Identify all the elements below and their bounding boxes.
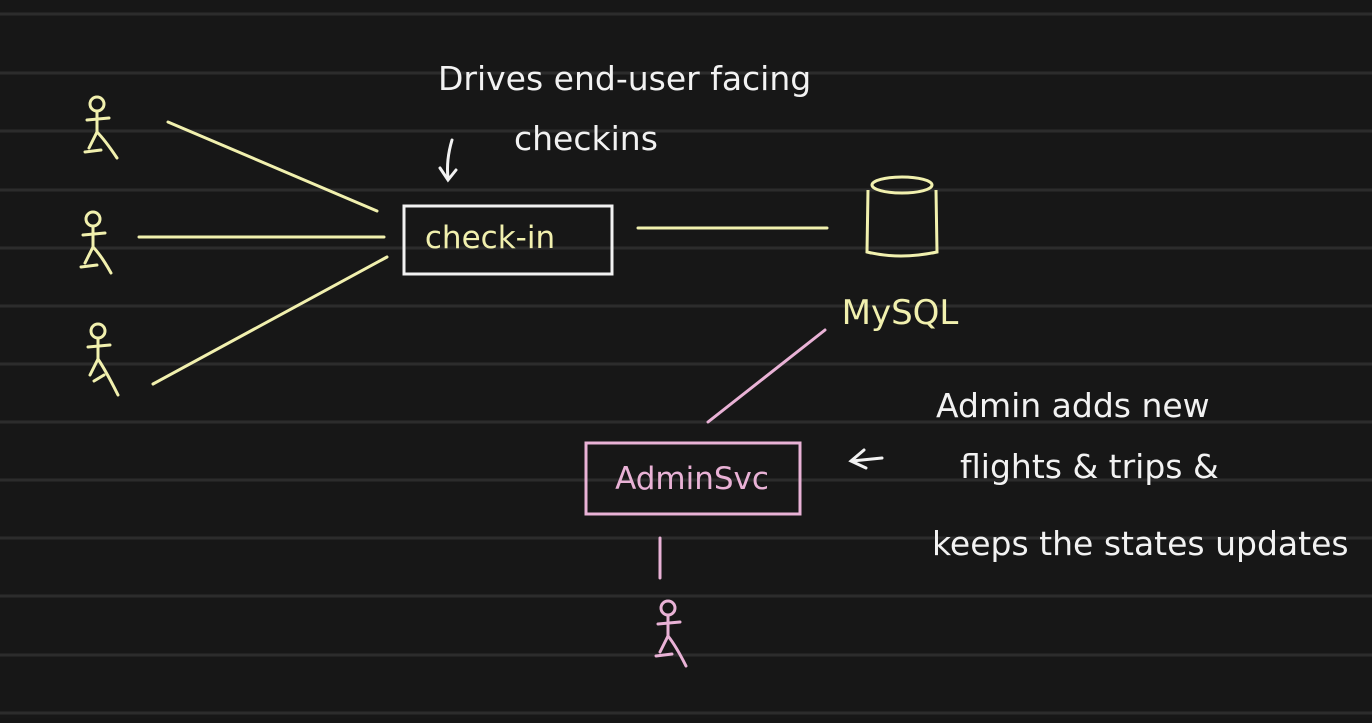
user-connectors: [137, 120, 389, 386]
checkin-service-label: check-in: [425, 220, 555, 256]
user-icon: [86, 322, 120, 397]
admin-service-label: AdminSvc: [615, 461, 769, 497]
admin-note-line-3: keeps the states updates: [932, 524, 1349, 563]
checkin-note-line-2: checkins: [514, 119, 658, 158]
user-icon: [79, 210, 113, 275]
checkin-note-line-1: Drives end-user facing: [438, 59, 811, 98]
database-cylinder-icon: [865, 175, 939, 258]
admin-annotation: Admin adds new flights & trips & keeps t…: [932, 386, 1349, 563]
left-arrow-icon: [848, 448, 884, 470]
admin-service-box[interactable]: AdminSvc: [584, 441, 802, 516]
user-icon: [83, 95, 119, 160]
admin-note-line-2: flights & trips &: [960, 447, 1219, 486]
admin-user-icon: [654, 599, 688, 668]
ruled-lines: [0, 12, 1372, 715]
database-label: MySQL: [842, 293, 959, 333]
checkin-annotation: Drives end-user facing checkins: [438, 59, 811, 158]
admin-note-line-1: Admin adds new: [936, 386, 1210, 425]
down-arrow-icon: [438, 138, 458, 183]
checkin-service-box[interactable]: check-in: [402, 204, 614, 276]
db-admin-connector: [706, 328, 827, 424]
